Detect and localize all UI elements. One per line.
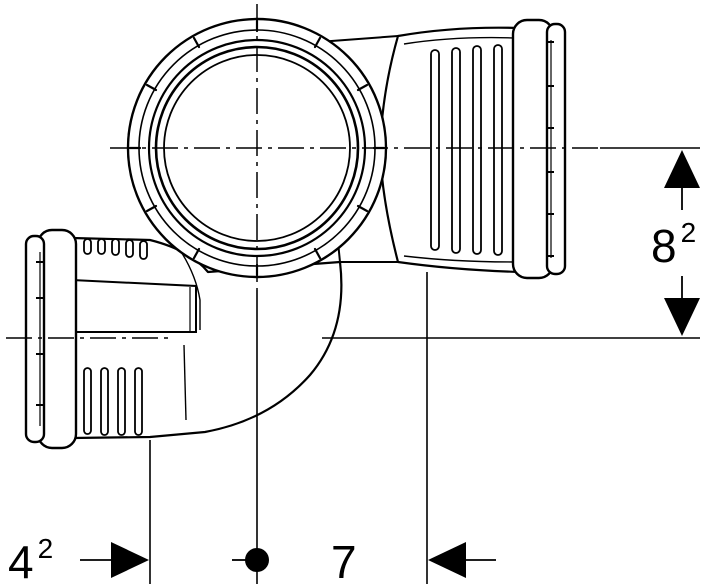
height-dimension-superscript: 2: [681, 217, 697, 248]
horizontal-dimension: [80, 542, 496, 578]
dimension-origin-dot: [245, 548, 269, 572]
right-end-ring: [511, 18, 567, 280]
right-sleeve-ribs: [430, 44, 503, 256]
height-dimension-value: 8: [651, 220, 677, 272]
left-dimension-superscript: 2: [38, 533, 54, 564]
left-outlet-bottom-ribs: [83, 367, 143, 436]
dimension-arrow-up: [664, 150, 700, 188]
left-outlet-top-ribs: [83, 238, 148, 260]
center-lines: [6, 4, 600, 339]
dimension-arrow-right: [111, 542, 149, 578]
extension-lines: [149, 147, 700, 584]
dimension-arrow-down: [664, 298, 700, 336]
vertical-dimension: [664, 150, 700, 336]
right-dimension-label: 7: [331, 536, 357, 584]
dimension-arrow-left: [428, 542, 466, 578]
left-outlet-tab: [71, 278, 197, 333]
left-dimension-value: 4: [8, 536, 34, 584]
left-end-ring: [24, 228, 78, 450]
